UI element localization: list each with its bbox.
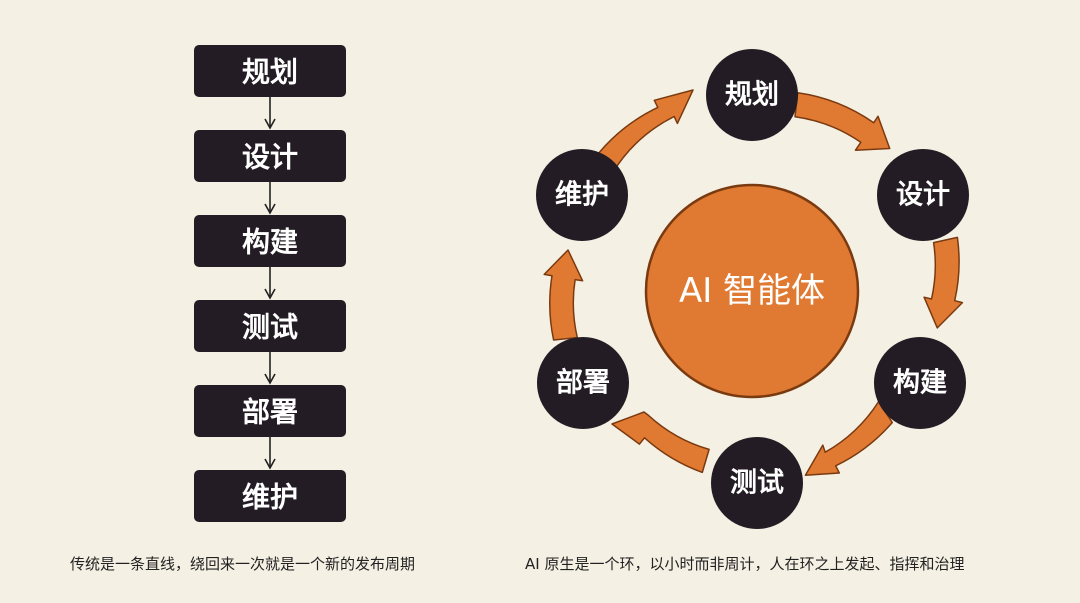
- cycle-node-label: 测试: [730, 468, 784, 499]
- linear-flow: 规划 设计 构建 测试 部署 维护: [194, 45, 346, 522]
- cycle-arrow-shape: [804, 400, 894, 476]
- cycle-node-circle: [536, 149, 628, 241]
- flow-step-test: 测试: [194, 300, 346, 352]
- flow-step-build: 构建: [194, 215, 346, 267]
- cycle-node-maintain: 维护: [536, 149, 628, 241]
- flow-step-label: 构建: [242, 226, 298, 259]
- cycle-arrow-test-to-deploy: [611, 411, 710, 474]
- cycle-arrow-design-to-build: [923, 236, 964, 329]
- flow-step-box: [194, 45, 346, 97]
- cycle-arrow-deploy-to-maintain: [543, 249, 584, 341]
- cycle-arrow-shape: [923, 236, 964, 329]
- flow-step-label: 部署: [242, 396, 298, 429]
- cycle-arrow-maintain-to-plan: [598, 89, 694, 174]
- flow-step-box: [194, 385, 346, 437]
- flow-step-label: 规划: [242, 56, 298, 89]
- flow-step-label: 维护: [242, 481, 298, 514]
- cycle-node-design: 设计: [877, 149, 969, 241]
- caption-cycle: AI 原生是一个环，以小时而非周计，人在环之上发起、指挥和治理: [525, 555, 965, 573]
- cycle-node-label: 规划: [725, 80, 779, 111]
- cycle-node-plan: 规划: [706, 49, 798, 141]
- flow-step-box: [194, 215, 346, 267]
- cycle-node-label: 构建: [893, 368, 947, 399]
- cycle-node-label: 设计: [896, 180, 950, 211]
- center-agent: AI 智能体: [644, 183, 860, 399]
- cycle-node-deploy: 部署: [537, 337, 629, 429]
- flow-step-design: 设计: [194, 130, 346, 182]
- cycle-node-test: 测试: [711, 437, 803, 529]
- cycle-node-label: 部署: [556, 367, 610, 399]
- cycle-arrow-shape: [543, 249, 584, 341]
- caption-linear: 传统是一条直线，绕回来一次就是一个新的发布周期: [70, 555, 416, 573]
- cycle-arrow-build-to-test: [804, 400, 894, 476]
- cycle-node-label: 维护: [555, 180, 609, 211]
- flow-step-label: 测试: [242, 311, 298, 344]
- cycle-node-circle: [706, 49, 798, 141]
- cycle-node-circle: [537, 337, 629, 429]
- flow-step-box: [194, 300, 346, 352]
- cycle-node-circle: [874, 337, 966, 429]
- flow-step-deploy: 部署: [194, 385, 346, 437]
- flow-step-plan: 规划: [194, 45, 346, 97]
- cycle-arrow-shape: [611, 411, 710, 474]
- cycle-node-build: 构建: [874, 337, 966, 429]
- flow-step-box: [194, 130, 346, 182]
- flow-step-maintain: 维护: [194, 470, 346, 522]
- flow-step-box: [194, 470, 346, 522]
- center-label: AI 智能体: [679, 271, 825, 311]
- center-circle: [644, 183, 860, 399]
- cycle-node-circle: [711, 437, 803, 529]
- cycle-arrow-shape: [794, 92, 891, 151]
- cycle-node-circle: [877, 149, 969, 241]
- flow-step-label: 设计: [242, 141, 298, 174]
- cycle-arrow-plan-to-design: [794, 92, 891, 151]
- cycle-arrow-shape: [598, 89, 694, 174]
- cycle-diagram: AI 智能体 规划 设计 构建 测试 部署 维护: [536, 49, 969, 529]
